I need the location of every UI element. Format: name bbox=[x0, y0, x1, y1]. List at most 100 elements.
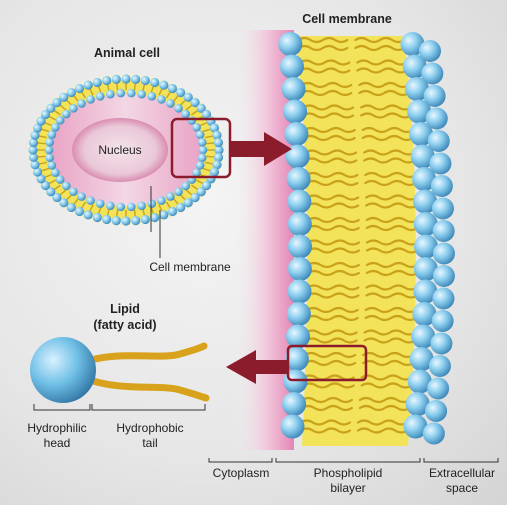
cell-head bbox=[157, 196, 166, 205]
cell-head bbox=[77, 99, 86, 108]
cell-head bbox=[55, 175, 65, 184]
cell-head bbox=[116, 202, 126, 212]
phospholipid-head bbox=[412, 302, 437, 326]
lipid-brackets bbox=[33, 404, 206, 411]
inner-tail bbox=[297, 36, 349, 44]
phospholipid-head bbox=[421, 62, 444, 85]
outer-tail bbox=[363, 149, 416, 156]
phospholipid-head bbox=[286, 302, 311, 326]
cytoplasm-label: Cytoplasm bbox=[213, 466, 270, 480]
cell-head bbox=[102, 75, 112, 86]
nucleus-label: Nucleus bbox=[98, 143, 141, 157]
outer-tail bbox=[365, 224, 419, 232]
inner-tail bbox=[305, 171, 359, 179]
bilayer-tails bbox=[297, 36, 420, 434]
cell-head bbox=[69, 187, 78, 196]
phospholipid-head bbox=[403, 414, 428, 439]
inner-tail bbox=[304, 337, 358, 344]
phospholipid-head bbox=[423, 85, 446, 107]
phospholipid-head bbox=[280, 414, 305, 439]
inner-tail bbox=[299, 419, 352, 426]
cell-head bbox=[181, 181, 191, 191]
phospholipid-bilayer-section bbox=[232, 30, 455, 450]
cell-membrane-label: Cell membrane bbox=[149, 260, 231, 274]
phospholipid-head bbox=[279, 54, 304, 79]
cell-head bbox=[32, 167, 43, 177]
cell-head bbox=[174, 104, 183, 113]
cell-head bbox=[121, 74, 131, 84]
phospholipid-head bbox=[425, 107, 448, 130]
inner-tail bbox=[300, 404, 353, 412]
cell-head bbox=[167, 206, 178, 217]
cell-head bbox=[126, 88, 136, 98]
cell-head bbox=[159, 80, 169, 90]
phospholipid-head bbox=[287, 189, 312, 214]
cell-head bbox=[157, 95, 166, 104]
phospholipid-head bbox=[429, 152, 452, 175]
outer-tail bbox=[356, 419, 409, 426]
cell-head bbox=[209, 123, 220, 133]
outer-tail bbox=[354, 44, 406, 52]
cell-head bbox=[198, 145, 208, 155]
cell-head bbox=[214, 145, 224, 155]
inner-tail bbox=[306, 224, 360, 232]
cell-head bbox=[59, 198, 69, 208]
inner-tail bbox=[299, 427, 352, 434]
phospholipid-label: Phospholipid bbox=[314, 466, 383, 480]
phospholipid-head bbox=[413, 257, 438, 281]
outer-tail bbox=[356, 59, 408, 66]
cell-head bbox=[61, 181, 71, 191]
phospholipid-head bbox=[412, 167, 437, 191]
inner-tail bbox=[303, 351, 357, 359]
cell-head bbox=[40, 180, 51, 191]
cell-head bbox=[201, 180, 212, 191]
inner-tail bbox=[304, 157, 358, 164]
outer-tail bbox=[361, 126, 415, 134]
cell-head bbox=[102, 214, 112, 225]
cell-head bbox=[74, 206, 85, 217]
outer-tail bbox=[361, 134, 415, 142]
phospholipid-head bbox=[428, 355, 451, 377]
phospholipid-head bbox=[402, 54, 427, 79]
cell-head bbox=[121, 216, 131, 226]
phospholipid-head bbox=[287, 279, 312, 304]
cell-head bbox=[192, 168, 201, 178]
cell-head bbox=[209, 167, 220, 177]
cell-head bbox=[137, 201, 146, 211]
cell-head bbox=[61, 109, 71, 119]
hydrophilic-label: Hydrophilic bbox=[27, 421, 86, 435]
cell-head bbox=[44, 145, 54, 155]
cell-head bbox=[45, 137, 55, 147]
phospholipid-head bbox=[431, 310, 454, 332]
phospholipid-head bbox=[285, 144, 310, 169]
cell-head bbox=[83, 210, 93, 220]
phospholipid-head bbox=[400, 32, 425, 56]
phospholipid-head bbox=[283, 369, 308, 394]
inner-tail bbox=[306, 239, 361, 246]
inner-tail bbox=[298, 67, 351, 74]
cell-head bbox=[74, 83, 85, 94]
inner-tail bbox=[306, 292, 360, 299]
cell-head bbox=[46, 187, 56, 197]
cell-head bbox=[192, 122, 201, 132]
inner-tail bbox=[302, 382, 355, 389]
cell-head bbox=[36, 116, 46, 126]
cell-head bbox=[66, 202, 76, 213]
cell-head bbox=[45, 153, 55, 163]
cell-head bbox=[106, 89, 115, 99]
outer-tail bbox=[364, 179, 418, 187]
phospholipid-head bbox=[284, 347, 309, 371]
outer-tail bbox=[360, 112, 413, 119]
cell-head bbox=[166, 192, 175, 201]
bottom-brackets bbox=[208, 458, 499, 463]
phospholipid-head bbox=[407, 99, 432, 124]
cell-head bbox=[147, 91, 157, 101]
cell-head bbox=[181, 109, 191, 119]
cell-head bbox=[196, 187, 206, 197]
outer-tail bbox=[364, 171, 418, 179]
outer-tail bbox=[358, 404, 411, 412]
cell-head bbox=[30, 160, 40, 170]
inner-tail bbox=[306, 194, 360, 201]
cell-head bbox=[131, 74, 141, 84]
space-label: space bbox=[446, 481, 478, 495]
